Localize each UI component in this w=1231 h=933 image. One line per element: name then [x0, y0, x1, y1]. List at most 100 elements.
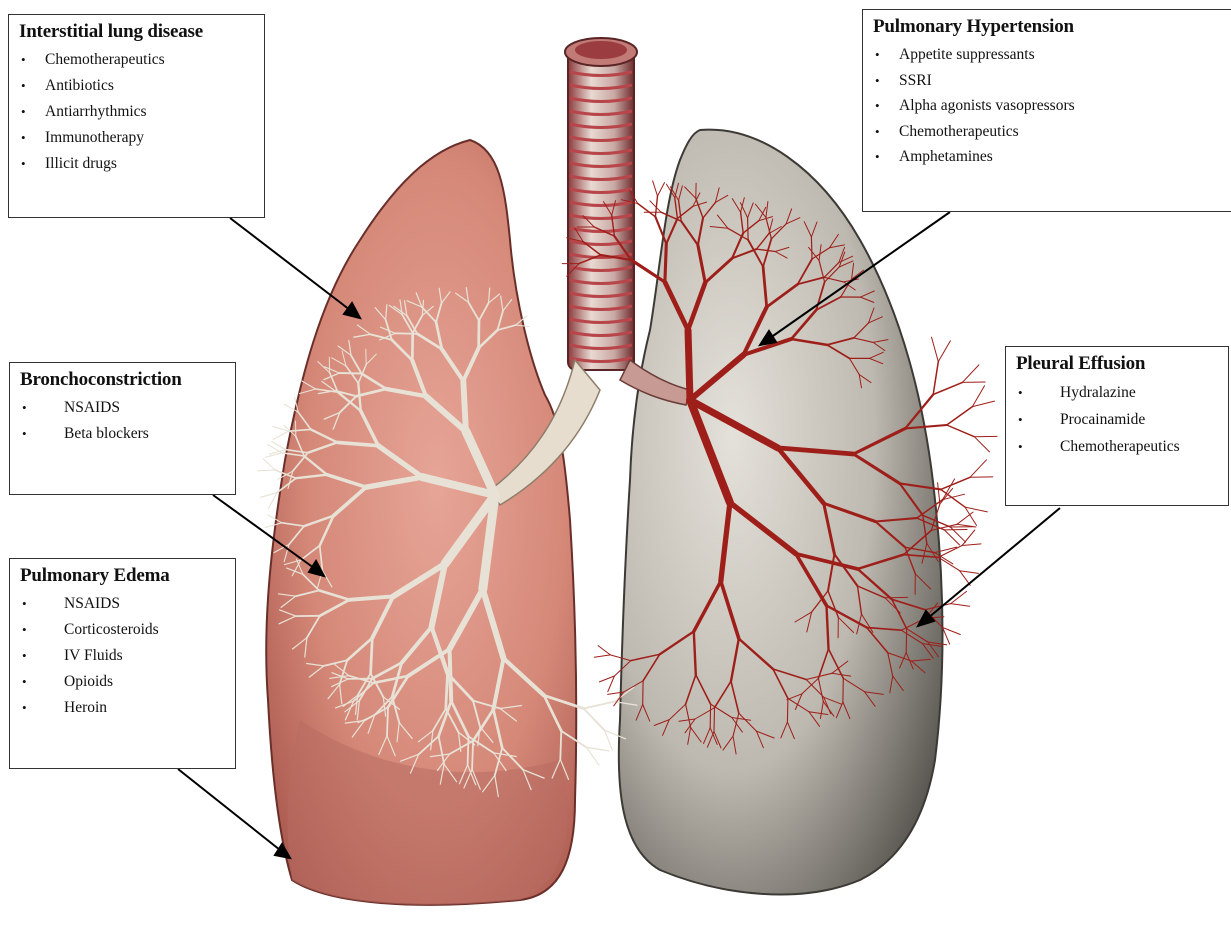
drug-label: Corticosteroids: [64, 621, 159, 638]
bronchoconstriction-title: Bronchoconstriction: [20, 369, 225, 391]
arrow-ild: [230, 218, 350, 310]
bullet-icon: •: [21, 99, 26, 125]
vessel-branch: [972, 386, 984, 407]
bullet-icon: •: [875, 144, 880, 170]
list-item: •Hydralazine: [1016, 379, 1218, 406]
airway-branch: [586, 747, 599, 765]
vessel-branch: [970, 460, 987, 478]
vessel-branch: [653, 181, 658, 196]
list-item: • Antiarrhythmics: [19, 99, 254, 125]
list-item: • Procainamide: [1016, 406, 1218, 433]
vessel-branch: [906, 629, 907, 653]
vessel-branch: [960, 571, 979, 574]
vessel-branch: [598, 646, 610, 655]
vessel-branch: [811, 237, 812, 259]
vessel-branch: [933, 362, 938, 395]
list-item: •IV Fluids: [20, 643, 225, 669]
airway-branch: [446, 673, 448, 708]
pulmonary-edema-list: •NSAIDS •Corticosteroids •IV Fluids •Opi…: [20, 591, 225, 721]
bronchoconstriction-list: •NSAIDS • Beta blockers: [20, 395, 225, 447]
list-item: •Corticosteroids: [20, 617, 225, 643]
bullet-icon: •: [21, 125, 26, 151]
vessel-branch: [944, 530, 959, 545]
bullet-icon: •: [21, 47, 26, 73]
drug-label: Illicit drugs: [45, 155, 117, 172]
pulmonary-hypertension-title: Pulmonary Hypertension: [873, 16, 1221, 38]
drug-label: Amphetamines: [899, 148, 993, 165]
airway-branch: [584, 702, 615, 709]
airway-branch: [584, 709, 605, 731]
airway-branch: [274, 431, 289, 439]
bullet-icon: •: [875, 119, 880, 145]
drug-label: Chemotherapeutics: [45, 51, 165, 68]
vessel-branch: [972, 401, 994, 407]
airway-branch: [472, 741, 473, 769]
vessel-branch: [665, 244, 666, 282]
airway-branch: [371, 638, 373, 673]
airway-branch: [463, 381, 466, 431]
drug-label: Heroin: [64, 699, 107, 716]
list-item: • Heroin: [20, 695, 225, 721]
vessel-branch: [787, 698, 788, 722]
vessel-branch: [658, 183, 665, 196]
pleural-effusion-list: •Hydralazine • Procainamide •Chemotherape…: [1016, 379, 1218, 460]
list-item: • Chemotherapeutics: [873, 119, 1221, 145]
bullet-icon: •: [22, 591, 27, 617]
drug-label: Opioids: [64, 673, 113, 690]
drug-label: Beta blockers: [64, 425, 149, 442]
pulmonary-edema-box: Pulmonary Edema •NSAIDS •Corticosteroids…: [9, 558, 236, 769]
vessel-branch: [947, 407, 973, 425]
list-item: • Beta blockers: [20, 421, 225, 447]
list-item: •Opioids: [20, 669, 225, 695]
vessel-branch: [962, 544, 981, 546]
vessel-branch: [638, 204, 656, 217]
bullet-icon: •: [22, 395, 27, 421]
vessel-branch: [932, 337, 939, 362]
airway-branch: [395, 333, 417, 334]
bullet-icon: •: [875, 93, 880, 119]
vessel-branch: [962, 530, 975, 546]
bullet-icon: •: [22, 695, 27, 721]
drug-label: Chemotherapeutics: [899, 123, 1019, 140]
vessel-branch: [938, 546, 962, 558]
vessel-branch: [947, 425, 975, 437]
vessel-branch: [933, 382, 962, 394]
drug-label: NSAIDS: [64, 595, 120, 612]
list-item: • Illicit drugs: [19, 151, 254, 177]
drug-label: Appetite suppressants: [899, 46, 1035, 63]
airway-branch: [468, 737, 469, 765]
vessel-branch: [951, 604, 970, 607]
bullet-icon: •: [21, 73, 26, 99]
drug-label: Procainamide: [1060, 411, 1145, 428]
vessel-branch: [938, 341, 950, 362]
airway-branch: [560, 731, 561, 759]
airway-branch: [586, 747, 609, 751]
airway-branch: [258, 470, 275, 471]
vessel-branch: [943, 479, 955, 500]
list-item: •Antibiotics: [19, 73, 254, 99]
list-item: •Chemotherapeutics: [1016, 433, 1218, 460]
arrow-pulmonary-edema: [178, 769, 280, 850]
drug-label: SSRI: [899, 72, 932, 89]
bullet-icon: •: [21, 151, 26, 177]
list-item: •Immunotherapy: [19, 125, 254, 151]
pleural-effusion-box: Pleural Effusion •Hydralazine •Procainam…: [1005, 346, 1229, 506]
drug-label: IV Fluids: [64, 647, 123, 664]
list-item: •Alpha agonists vasopressors: [873, 93, 1221, 119]
list-item: •SSRI: [873, 68, 1221, 94]
bronchoconstriction-box: Bronchoconstriction •NSAIDS • Beta blocke…: [9, 362, 236, 495]
list-item: • NSAIDS: [20, 591, 225, 617]
list-item: •NSAIDS: [20, 395, 225, 421]
vessel-branch: [941, 477, 970, 489]
bullet-icon: •: [1018, 406, 1023, 433]
list-item: • Amphetamines: [873, 144, 1221, 170]
vessel-branch: [714, 708, 715, 732]
bullet-icon: •: [875, 42, 880, 68]
bullet-icon: •: [22, 421, 27, 447]
drug-label: Antiarrhythmics: [45, 103, 147, 120]
drug-label: Hydralazine: [1060, 384, 1136, 401]
interstitial-lung-disease-title: Interstitial lung disease: [19, 21, 254, 43]
vessel-branch: [594, 655, 610, 657]
pulmonary-edema-title: Pulmonary Edema: [20, 565, 225, 587]
